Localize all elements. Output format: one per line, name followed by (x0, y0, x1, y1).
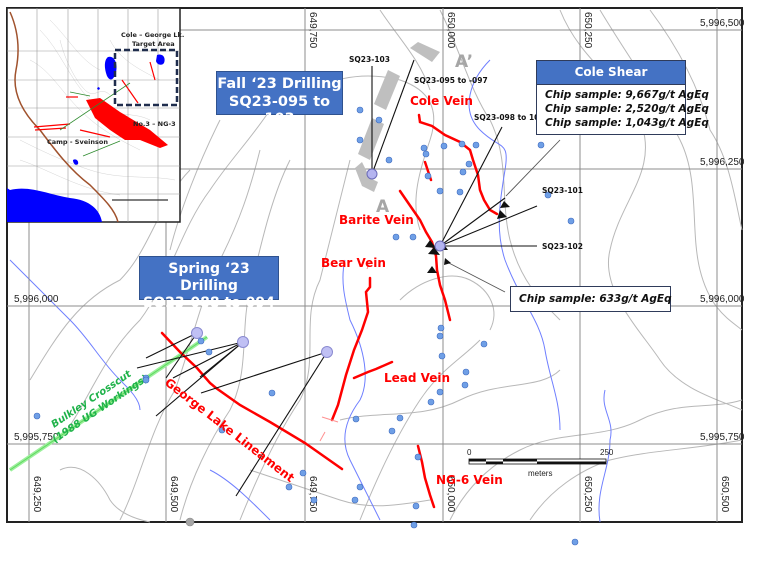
fall-drilling-line2: SQ23-095 to 103 (228, 93, 331, 128)
minor-vein-traces (319, 263, 370, 442)
scale-unit: meters (528, 469, 552, 478)
chip-sample-box: Chip sample: 633g/t AgEq (510, 286, 672, 312)
streams (9, 59, 612, 523)
vein-label-lead: Lead Vein (384, 371, 450, 385)
scale-bar: 0 250 meters (467, 448, 614, 478)
hole-label-sq23-095-097: SQ23-095 to -097 (414, 76, 488, 85)
easting-label: 649,750 (307, 12, 318, 49)
inset-label-target-1: Cole – George Lk. (121, 31, 184, 39)
drill-collar-spring-3 (321, 346, 333, 358)
fall-drilling-callout: Fall ‘23 Drilling SQ23-095 to 103 (216, 71, 343, 127)
easting-label: 649,250 (31, 476, 42, 513)
vein-label-ng6: NG-6 Vein (436, 473, 503, 487)
spring-drilling-callout: Spring ‘23 Drilling SQ23-088 to 094 (139, 256, 279, 311)
northing-label: 5,995,750 (700, 432, 745, 443)
hole-label-sq23-103: SQ23-103 (349, 55, 390, 64)
hole-label-sq23-101: SQ23-101 (542, 186, 583, 195)
cole-shear-title: Cole Shear (537, 61, 685, 85)
spring-drilling-line2: SQ23-088 to 094 (143, 295, 275, 312)
drill-traces (136, 59, 538, 497)
cole-shear-box: Cole Shear Chip sample: 9,667g/t AgEq Ch… (536, 60, 709, 135)
easting-label: 650,250 (582, 476, 593, 513)
section-label-a: A (376, 197, 390, 217)
easting-label: 649,500 (168, 476, 179, 513)
spring-drilling-line1: Spring ‘23 Drilling (168, 261, 250, 295)
northing-label: 5,996,000 (14, 294, 59, 305)
northing-label: 5,995,750 (14, 432, 59, 443)
easting-label: 649,750 (307, 476, 318, 513)
cole-shear-sample: Chip sample: 9,667g/t AgEq (545, 89, 709, 101)
vein-label-barite: Barite Vein (339, 213, 414, 227)
inset-map: Cole – George Lk. Target Area No.3 – NG-… (6, 7, 184, 223)
easting-label: 650,500 (719, 476, 730, 513)
inset-label-camp: Camp - Sveinson (47, 138, 108, 146)
leader-lines (444, 139, 561, 293)
sample-points (33, 106, 579, 546)
easting-label: 650,250 (582, 12, 593, 49)
cole-shear-sample: Chip sample: 2,520g/t AgEq (545, 103, 709, 115)
northing-label: 5,996,500 (700, 18, 745, 29)
easting-label: 650,000 (445, 12, 456, 49)
inset-label-no3: No.3 – NG-3 (133, 120, 176, 128)
drill-collar-spring-1 (191, 327, 203, 339)
easting-label: 650,000 (445, 476, 456, 513)
vein-label-bear: Bear Vein (321, 256, 386, 270)
scale-end: 250 (600, 448, 614, 457)
inset-label-target-2: Target Area (132, 40, 175, 48)
drill-collars (366, 168, 446, 252)
hole-label-sq23-098-100: SQ23-098 to 100 (474, 113, 545, 122)
hole-label-sq23-102: SQ23-102 (542, 242, 583, 251)
vein-label-cole: Cole Vein (410, 94, 473, 108)
drill-collar-spring-2 (237, 336, 249, 348)
section-label-a-prime: A’ (455, 52, 473, 72)
cole-shear-sample: Chip sample: 1,043g/t AgEq (545, 117, 709, 129)
northing-label: 5,996,000 (700, 294, 745, 305)
section-line (355, 42, 440, 192)
fall-drilling-line1: Fall ‘23 Drilling (217, 76, 342, 92)
northing-label: 5,996,250 (700, 157, 745, 168)
grey-collar (185, 517, 195, 527)
scale-start: 0 (467, 448, 472, 457)
